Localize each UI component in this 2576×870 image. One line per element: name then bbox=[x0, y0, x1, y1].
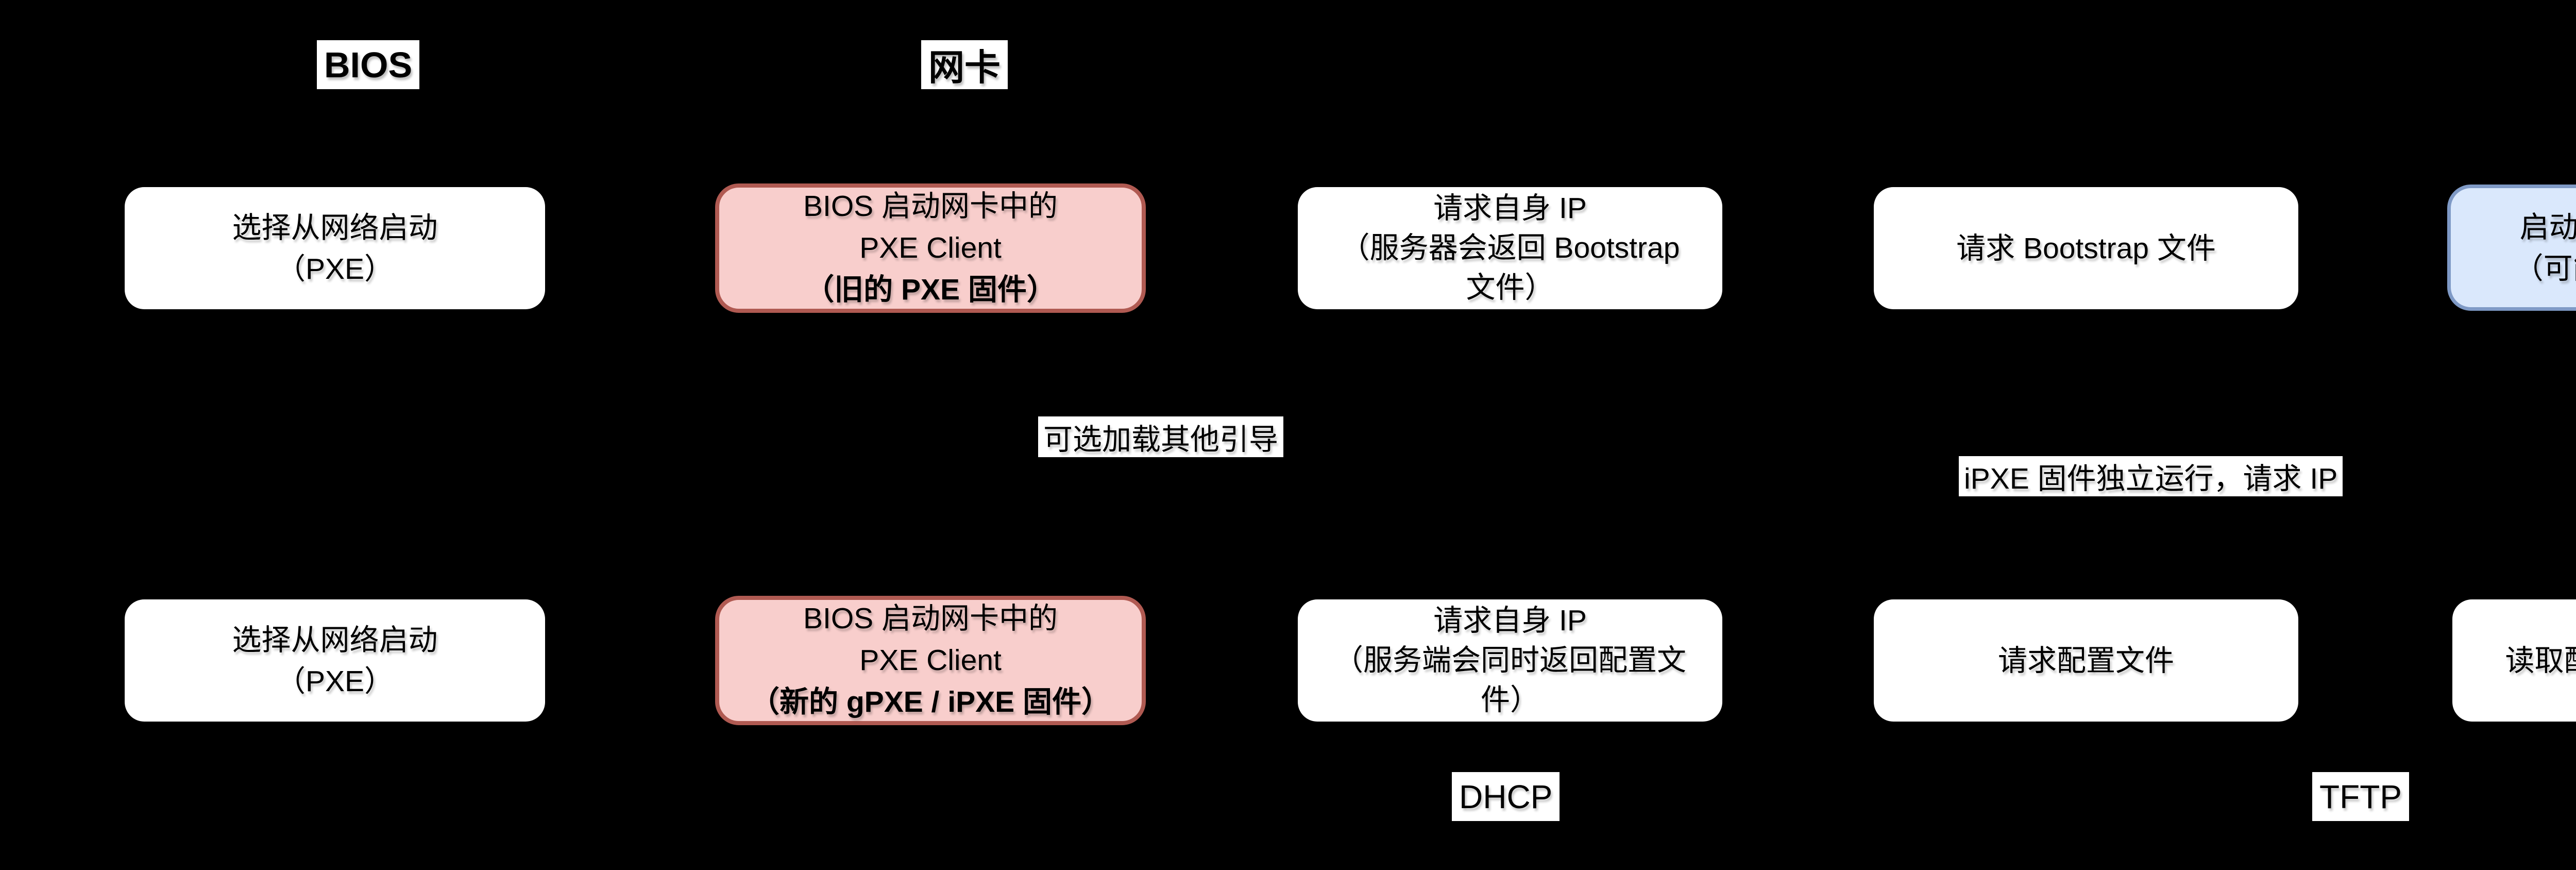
protocol-label-dhcp: DHCP bbox=[1452, 772, 1560, 821]
protocol-label-tftp: TFTP bbox=[2312, 772, 2409, 821]
box-select-network-boot-old: 选择从网络启动 （PXE） bbox=[125, 187, 545, 309]
box-text-line: （新的 gPXE / iPXE 固件） bbox=[750, 685, 1111, 718]
box-pxe-client-old-firmware: BIOS 启动网卡中的 PXE Client （旧的 PXE 固件） bbox=[715, 183, 1146, 313]
flow-label-optional-chainload: 可选加载其他引导 bbox=[1038, 416, 1283, 457]
lane-label-nic: 网卡 bbox=[921, 40, 1008, 89]
box-text-line: （可能会重新请求 IP） bbox=[2514, 252, 2576, 285]
box-text-line: 启动 Bootstrap 文件， bbox=[2519, 210, 2576, 244]
box-text-line: （PXE） bbox=[276, 664, 394, 698]
box-read-config-show-menu: 读取配置文件，展示菜单 bbox=[2452, 599, 2576, 722]
box-text-line: （PXE） bbox=[276, 252, 394, 286]
box-text-line: 件） bbox=[1481, 683, 1539, 716]
box-text-line: 选择从网络启动 bbox=[232, 211, 438, 244]
box-text-line: （旧的 PXE 固件） bbox=[805, 273, 1056, 306]
lane-label-bios: BIOS bbox=[317, 40, 420, 89]
box-run-bootstrap-file: 启动 Bootstrap 文件， （可能会重新请求 IP） bbox=[2447, 185, 2576, 311]
box-text-line: （服务器会返回 Bootstrap bbox=[1340, 231, 1680, 264]
box-text-line: 文件） bbox=[1466, 271, 1554, 304]
box-request-bootstrap-file: 请求 Bootstrap 文件 bbox=[1874, 187, 2298, 309]
box-select-network-boot-new: 选择从网络启动 （PXE） bbox=[125, 599, 545, 722]
box-text-line: PXE Client bbox=[859, 231, 1002, 264]
box-text-line: 选择从网络启动 bbox=[232, 623, 438, 657]
box-text-line: PXE Client bbox=[859, 644, 1002, 677]
box-text-line: 请求自身 IP bbox=[1433, 192, 1587, 225]
box-text-line: （服务端会同时返回配置文 bbox=[1334, 644, 1686, 677]
box-text-line: 请求自身 IP bbox=[1433, 604, 1587, 637]
box-pxe-client-new-firmware: BIOS 启动网卡中的 PXE Client （新的 gPXE / iPXE 固… bbox=[715, 596, 1146, 725]
flow-label-ipxe-standalone: iPXE 固件独立运行，请求 IP bbox=[1959, 456, 2343, 496]
box-request-ip-returns-bootstrap: 请求自身 IP （服务器会返回 Bootstrap 文件） bbox=[1298, 187, 1722, 309]
box-text-line: 请求 Bootstrap 文件 bbox=[1956, 231, 2216, 265]
box-text-line: BIOS 启动网卡中的 bbox=[803, 190, 1058, 223]
box-text-line: BIOS 启动网卡中的 bbox=[803, 602, 1058, 635]
box-text-line: 读取配置文件，展示菜单 bbox=[2505, 644, 2576, 677]
box-request-ip-returns-config: 请求自身 IP （服务端会同时返回配置文 件） bbox=[1298, 599, 1722, 722]
box-request-config-file: 请求配置文件 bbox=[1874, 599, 2298, 722]
box-text-line: 请求配置文件 bbox=[1998, 644, 2174, 677]
